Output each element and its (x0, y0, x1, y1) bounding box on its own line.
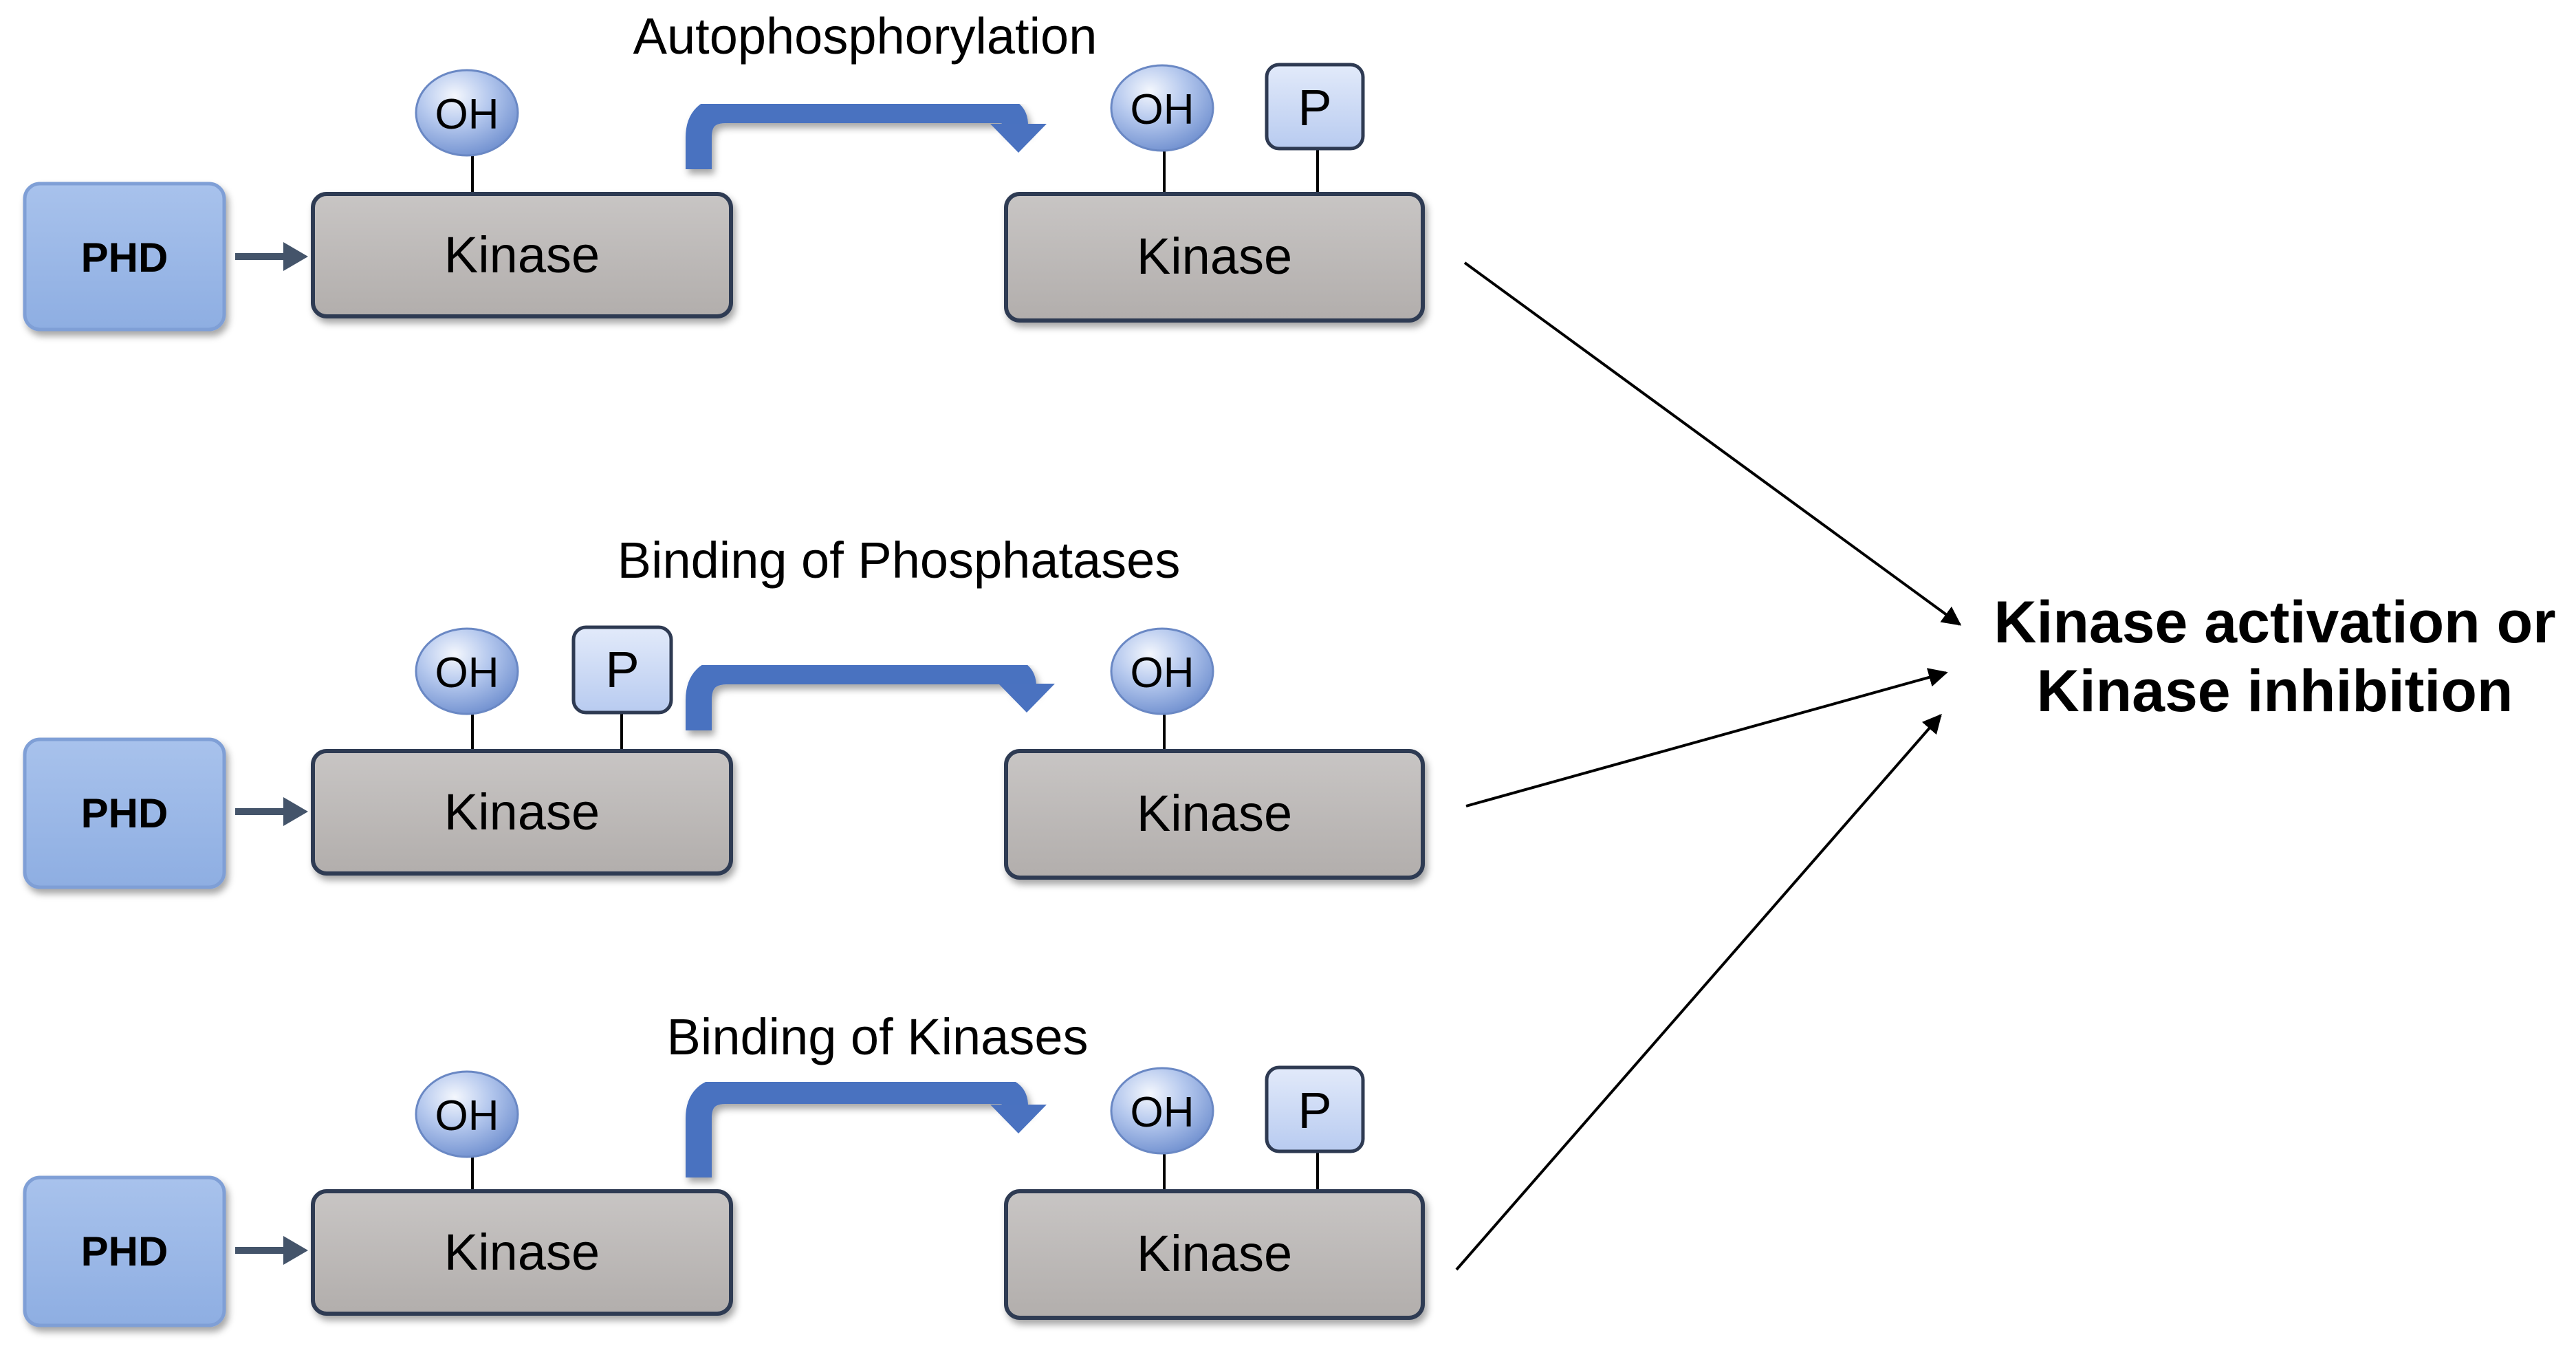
process-arrow-icon (686, 1078, 1028, 1177)
kinase-label: Kinase (444, 1224, 600, 1281)
kinase-before: OH Kinase (311, 1070, 733, 1316)
hydroxyl-group-icon (415, 69, 519, 157)
process-label: Binding of Kinases (667, 1008, 1089, 1065)
kinase-label: Kinase (1137, 228, 1292, 285)
outcome-line-1: Kinase activation or (1994, 589, 2555, 655)
process-arrowhead-icon (990, 1105, 1047, 1133)
kinase-label: Kinase (444, 226, 600, 283)
phd-to-kinase-arrow (235, 1236, 308, 1265)
hydroxyl-group-icon (1110, 627, 1214, 715)
phosphate-label: P (1298, 79, 1331, 136)
process-arrow-icon (686, 97, 1028, 169)
phosphate-group-icon (1265, 1065, 1365, 1153)
arrow-row3-to-outcome (1455, 713, 1942, 1271)
outcome-line-2: Kinase inhibition (2037, 658, 2513, 724)
process-arrowhead-icon (990, 124, 1047, 153)
hydroxyl-label: OH (435, 91, 499, 138)
row-kinases: Binding of Kinases PHD OH Kinase OH P (23, 1008, 1425, 1327)
arrow-row1-to-outcome (1463, 261, 1962, 626)
hydroxyl-label: OH (1131, 649, 1194, 697)
phosphate-group-icon (1265, 63, 1365, 151)
kinase-after: OH Kinase (1004, 627, 1425, 880)
converging-arrows (1455, 261, 1962, 1271)
row-phosphatases: Binding of Phosphatases PHD OH P Kinase … (23, 532, 1425, 889)
hydroxyl-group-icon (415, 627, 519, 715)
hydroxyl-group-icon (1110, 1067, 1214, 1155)
kinase-before: OH Kinase (311, 69, 733, 318)
phd-to-kinase-arrow (235, 797, 308, 826)
phosphate-label: P (605, 641, 639, 698)
phosphate-label: P (1298, 1082, 1331, 1139)
kinase-after: OH P Kinase (1004, 1065, 1425, 1320)
hydroxyl-group-icon (415, 1070, 519, 1158)
phd-to-kinase-arrow (235, 242, 308, 271)
phd-box: PHD (23, 737, 226, 889)
row-autophosphorylation: Autophosphorylation PHD OH Kinase OH (23, 8, 1425, 332)
phd-box: PHD (23, 182, 226, 332)
hydroxyl-label: OH (1131, 86, 1194, 133)
process-arrowhead-icon (998, 684, 1055, 713)
process-label: Autophosphorylation (633, 8, 1098, 65)
kinase-label: Kinase (444, 783, 600, 840)
hydroxyl-label: OH (1131, 1089, 1194, 1136)
phd-label: PHD (81, 235, 168, 281)
kinase-label: Kinase (1137, 785, 1292, 842)
arrow-row2-to-outcome (1465, 668, 1948, 807)
process-arrow-icon (686, 658, 1036, 730)
phd-label: PHD (81, 1228, 168, 1274)
hydroxyl-label: OH (435, 649, 499, 697)
hydroxyl-group-icon (1110, 64, 1214, 152)
hydroxyl-label: OH (435, 1092, 499, 1140)
outcome-label: Kinase activation or Kinase inhibition (1994, 589, 2555, 724)
kinase-before: OH P Kinase (311, 625, 733, 876)
kinase-label: Kinase (1137, 1225, 1292, 1282)
phd-label: PHD (81, 790, 168, 836)
phosphate-group-icon (571, 625, 673, 715)
process-label: Binding of Phosphatases (618, 532, 1181, 589)
phd-box: PHD (23, 1175, 226, 1327)
kinase-after: OH P Kinase (1004, 63, 1425, 323)
